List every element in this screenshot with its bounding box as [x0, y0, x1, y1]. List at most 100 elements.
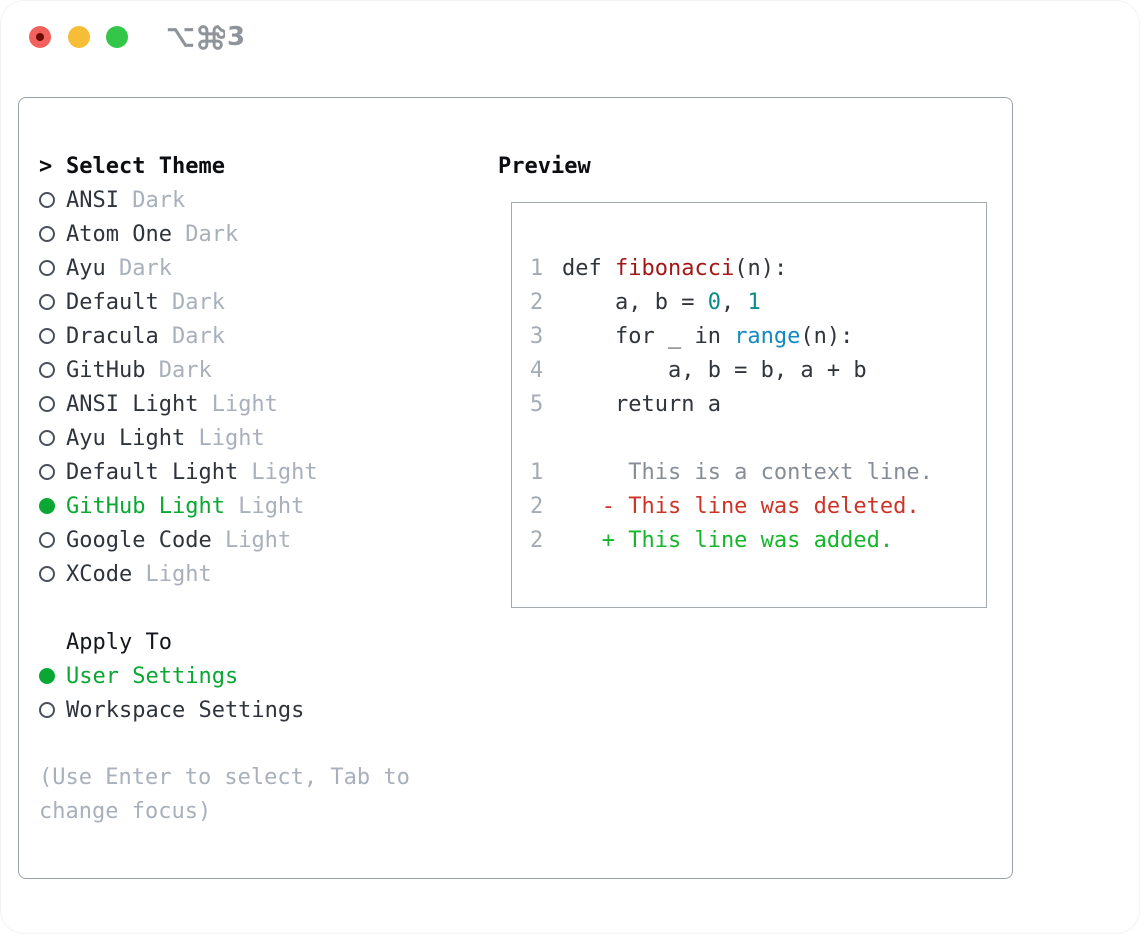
- command-key-icon: [196, 23, 225, 52]
- theme-name: Ayu Light: [66, 425, 186, 451]
- line-number: 2: [530, 527, 544, 553]
- theme-name: XCode: [66, 561, 133, 587]
- code-segment-builtin: range: [734, 323, 801, 349]
- theme-name: Default Light: [66, 459, 239, 485]
- code-segment-title: fibonacci: [614, 255, 735, 281]
- radio-unselected-icon: [39, 192, 66, 208]
- apply-option-user-settings[interactable]: User Settings: [39, 659, 499, 693]
- apply-option-label: Workspace Settings: [66, 697, 305, 723]
- theme-variant-tag: Light: [238, 459, 318, 485]
- theme-option-ansi[interactable]: ANSI Dark: [39, 183, 499, 217]
- radio-unselected-icon: [39, 260, 66, 276]
- theme-name: Default: [66, 289, 159, 315]
- theme-variant-tag: Light: [198, 391, 278, 417]
- theme-variant-tag: Light: [224, 493, 305, 519]
- code-segment-plain: (n):: [734, 255, 788, 281]
- code-line: 1 def fibonacci(n):: [530, 251, 986, 285]
- theme-variant-tag: Dark: [145, 357, 212, 383]
- preview-title: Preview: [498, 153, 591, 179]
- line-number: 3: [530, 323, 544, 349]
- radio-selected-icon: [39, 498, 66, 514]
- theme-option-ayu[interactable]: Ayu Dark: [39, 251, 499, 285]
- code-line: 4 a, b = b, a + b: [530, 353, 986, 387]
- apply-option-label: User Settings: [66, 663, 239, 689]
- code-segment-plain: (n):: [800, 323, 854, 349]
- theme-variant-tag: Dark: [158, 289, 225, 315]
- theme-option-google-code[interactable]: Google Code Light: [39, 523, 499, 557]
- code-segment-number: 1: [747, 289, 761, 315]
- theme-name: Ayu: [66, 255, 106, 281]
- code-line: 5 return a: [530, 387, 986, 421]
- theme-option-xcode[interactable]: XCode Light: [39, 557, 499, 591]
- line-number: 1: [530, 255, 544, 281]
- menu-header-select-theme: > Select Theme: [39, 149, 499, 183]
- theme-name: GitHub: [66, 357, 146, 383]
- code-line: 2 + This line was added.: [530, 523, 986, 557]
- radio-unselected-icon: [39, 532, 66, 548]
- theme-name: Google Code: [66, 527, 212, 553]
- theme-variant-tag: Dark: [158, 323, 225, 349]
- theme-name: Dracula: [66, 323, 159, 349]
- radio-unselected-icon: [39, 294, 66, 310]
- zoom-button[interactable]: [106, 26, 128, 48]
- menu-header-label: Select Theme: [66, 153, 225, 179]
- apply-to-header-label: Apply To: [66, 629, 172, 655]
- section-gap: [39, 727, 499, 761]
- theme-option-github-light[interactable]: GitHub Light Light: [39, 489, 499, 523]
- theme-option-ansi-light[interactable]: ANSI Light Light: [39, 387, 499, 421]
- theme-variant-tag: Light: [211, 527, 292, 553]
- cursor-caret: >: [39, 153, 53, 179]
- code-line: 3 for _ in range(n):: [530, 319, 986, 353]
- apply-option-workspace-settings[interactable]: Workspace Settings: [39, 693, 499, 727]
- code-segment-plain: for _ in: [562, 323, 735, 349]
- theme-option-ayu-light[interactable]: Ayu Light Light: [39, 421, 499, 455]
- window-shortcut: 3: [166, 21, 245, 53]
- line-number: 4: [530, 357, 544, 383]
- minimize-button[interactable]: [68, 26, 90, 48]
- radio-unselected-icon: [39, 396, 66, 412]
- theme-option-github[interactable]: GitHub Dark: [39, 353, 499, 387]
- code-line: 2 a, b = 0, 1: [530, 285, 986, 319]
- radio-unselected-icon: [39, 226, 66, 242]
- section-gap: [39, 591, 499, 625]
- theme-variant-tag: Light: [185, 425, 265, 451]
- close-button[interactable]: [29, 26, 51, 48]
- code-segment-plain: return a: [562, 391, 721, 417]
- radio-unselected-icon: [39, 464, 66, 480]
- code-line: 2 - This line was deleted.: [530, 489, 986, 523]
- option-key-icon: [166, 23, 195, 52]
- code-segment-plain: def: [562, 255, 615, 281]
- theme-variant-tag: Dark: [171, 221, 239, 247]
- line-number: 5: [530, 391, 544, 417]
- theme-name: ANSI Light: [66, 391, 199, 417]
- theme-option-default[interactable]: Default Dark: [39, 285, 499, 319]
- code-segment-deleted: - This line was deleted.: [562, 493, 920, 519]
- theme-name: ANSI: [66, 187, 119, 213]
- theme-name: Atom One: [66, 221, 172, 247]
- theme-option-atom-one[interactable]: Atom One Dark: [39, 217, 499, 251]
- code-line: 1 This is a context line.: [530, 455, 986, 489]
- menu-header-apply-to: Apply To: [39, 625, 499, 659]
- code-line: [530, 421, 986, 455]
- code-segment-added: + This line was added.: [562, 527, 894, 553]
- theme-option-dracula[interactable]: Dracula Dark: [39, 319, 499, 353]
- radio-unselected-icon: [39, 702, 66, 718]
- keyboard-hint-text: (Use Enter to select, Tab to change focu…: [39, 765, 410, 824]
- titlebar: 3: [0, 0, 1140, 74]
- radio-unselected-icon: [39, 430, 66, 446]
- theme-variant-tag: Light: [132, 561, 212, 587]
- code-segment-context: This is a context line.: [562, 459, 933, 485]
- code-segment-plain: a, b =: [562, 289, 708, 315]
- shortcut-key-label: 3: [227, 22, 246, 52]
- code-segment-number: 0: [707, 289, 721, 315]
- theme-option-default-light[interactable]: Default Light Light: [39, 455, 499, 489]
- radio-selected-icon: [39, 668, 66, 684]
- radio-unselected-icon: [39, 566, 66, 582]
- line-number: 2: [530, 289, 544, 315]
- radio-unselected-icon: [39, 328, 66, 344]
- code-segment-plain: ,: [720, 289, 748, 315]
